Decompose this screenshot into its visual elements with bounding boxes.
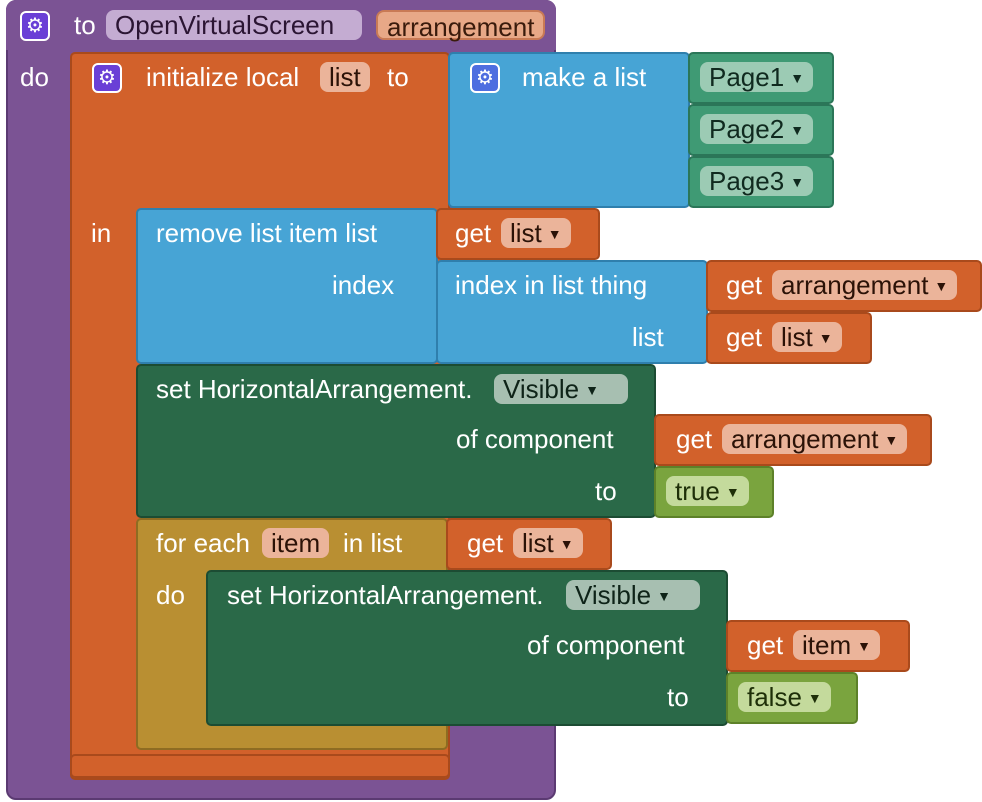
get-label: get	[467, 528, 504, 558]
set-component-label: set HorizontalArrangement.	[227, 580, 544, 610]
chevron-down-icon: ▼	[657, 588, 671, 604]
procedure-do-label: do	[20, 62, 49, 92]
of-component-label: of component	[456, 424, 614, 454]
list-item-page1-field[interactable]: Page1▼	[700, 62, 814, 92]
chevron-down-icon: ▼	[790, 174, 805, 190]
index-in-list-list-label: list	[632, 322, 664, 352]
remove-list-item-block[interactable]	[136, 208, 438, 364]
chevron-down-icon: ▼	[857, 638, 871, 654]
initialize-local-bottom	[70, 754, 450, 778]
for-each-do-label: do	[156, 580, 185, 610]
index-in-list-block[interactable]	[436, 260, 708, 364]
chevron-down-icon: ▼	[790, 122, 805, 138]
make-list-label: make a list	[522, 62, 647, 92]
chevron-down-icon: ▼	[884, 432, 899, 448]
get-var-field[interactable]: list▼	[772, 322, 842, 352]
initialize-local-to-label: to	[387, 62, 409, 92]
for-each-in-list-label: in list	[343, 528, 403, 558]
get-var-field[interactable]: arrangement▼	[772, 270, 958, 300]
chevron-down-icon: ▼	[559, 536, 574, 552]
get-var-field[interactable]: arrangement▼	[722, 424, 908, 454]
get-var-field[interactable]: item▼	[793, 630, 880, 660]
get-label: get	[726, 322, 763, 352]
get-var-field[interactable]: list▼	[513, 528, 583, 558]
chevron-down-icon: ▼	[547, 226, 562, 242]
initialize-local-in-label: in	[91, 218, 112, 248]
chevron-down-icon: ▼	[725, 484, 740, 500]
gear-icon[interactable]: ⚙	[20, 11, 50, 41]
gear-icon[interactable]: ⚙	[92, 63, 122, 93]
boolean-dropdown[interactable]: false▼	[738, 682, 831, 712]
procedure-param[interactable]: arrangement	[376, 10, 546, 42]
initialize-local-var[interactable]: list	[320, 62, 370, 92]
procedure-name-field[interactable]: OpenVirtualScreen	[106, 10, 362, 40]
to-label: to	[667, 682, 689, 712]
get-label: get	[747, 630, 784, 660]
get-label: get	[676, 424, 713, 454]
chevron-down-icon: ▼	[934, 278, 949, 294]
list-item-page3-field[interactable]: Page3▼	[700, 166, 814, 196]
to-label: to	[595, 476, 617, 506]
get-label: get	[455, 218, 492, 248]
boolean-dropdown[interactable]: true▼	[666, 476, 749, 506]
for-each-label: for each	[156, 528, 250, 558]
list-item-page2-field[interactable]: Page2▼	[700, 114, 814, 144]
index-in-list-label: index in list thing	[455, 270, 648, 300]
of-component-label: of component	[527, 630, 685, 660]
get-var-field[interactable]: list▼	[501, 218, 571, 248]
chevron-down-icon: ▼	[585, 382, 599, 398]
procedure-to-label: to	[74, 10, 96, 40]
set-component-label: set HorizontalArrangement.	[156, 374, 473, 404]
remove-list-item-index-label: index	[332, 270, 395, 300]
chevron-down-icon: ▼	[818, 330, 833, 346]
gear-icon[interactable]: ⚙	[470, 63, 500, 93]
property-dropdown[interactable]: Visible▼	[566, 580, 700, 610]
chevron-down-icon: ▼	[790, 70, 805, 86]
remove-list-item-label: remove list item list	[156, 218, 378, 248]
property-dropdown[interactable]: Visible▼	[494, 374, 628, 404]
for-each-var[interactable]: item	[262, 528, 330, 558]
initialize-local-label: initialize local	[146, 62, 300, 92]
chevron-down-icon: ▼	[807, 690, 822, 706]
get-label: get	[726, 270, 763, 300]
